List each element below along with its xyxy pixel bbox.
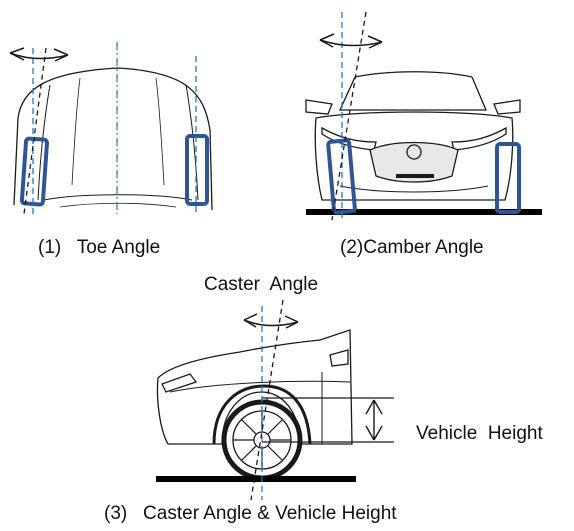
caster-angle-title: Caster Angle [204,274,319,295]
hood-outline [17,67,213,211]
side-mirror [329,349,349,367]
caster-tilt-line [250,299,284,501]
car-body-outline [314,111,514,201]
hood-crease-mid-left [71,77,81,186]
caster-panel [156,329,353,445]
lower-bumper [339,185,489,193]
toe-left-tire [19,136,50,207]
car-windshield [338,76,487,111]
camber-angle-label: (2)Camber Angle [340,237,484,258]
toe-angle-marker [9,47,69,62]
car-roof [354,71,473,78]
toe-left-tilt-line [23,47,47,215]
toe-panel [13,67,213,211]
wheel-arch [212,384,312,445]
toe-angle-label: (1) Toe Angle [38,237,161,258]
camber-tilt-line [331,11,367,221]
camber-ground [306,209,542,215]
side-character-line [169,380,351,393]
camber-left-tire [326,138,357,215]
hood-crease-right [185,84,199,201]
camber-right-tire [495,142,521,214]
toe-right-tire [185,134,209,206]
hood-left-edge [13,117,19,206]
wiper-area [59,202,177,208]
vehicle-height-label: Vehicle Height [416,423,543,444]
camber-panel [305,71,521,201]
right-mirror [493,99,521,115]
brand-emblem [406,144,422,160]
left-mirror [305,99,333,115]
camber-angle-marker [319,33,383,49]
front-grille [369,141,459,183]
caster-angle-marker [243,313,299,329]
hood-crease-mid-right [155,77,165,186]
caster-ground [156,476,356,482]
vehicle-height-arrow [365,399,383,441]
windshield-edge [43,194,193,201]
side-headlight [161,373,198,393]
caster-height-caption: (3) Caster Angle & Vehicle Height [104,503,397,524]
